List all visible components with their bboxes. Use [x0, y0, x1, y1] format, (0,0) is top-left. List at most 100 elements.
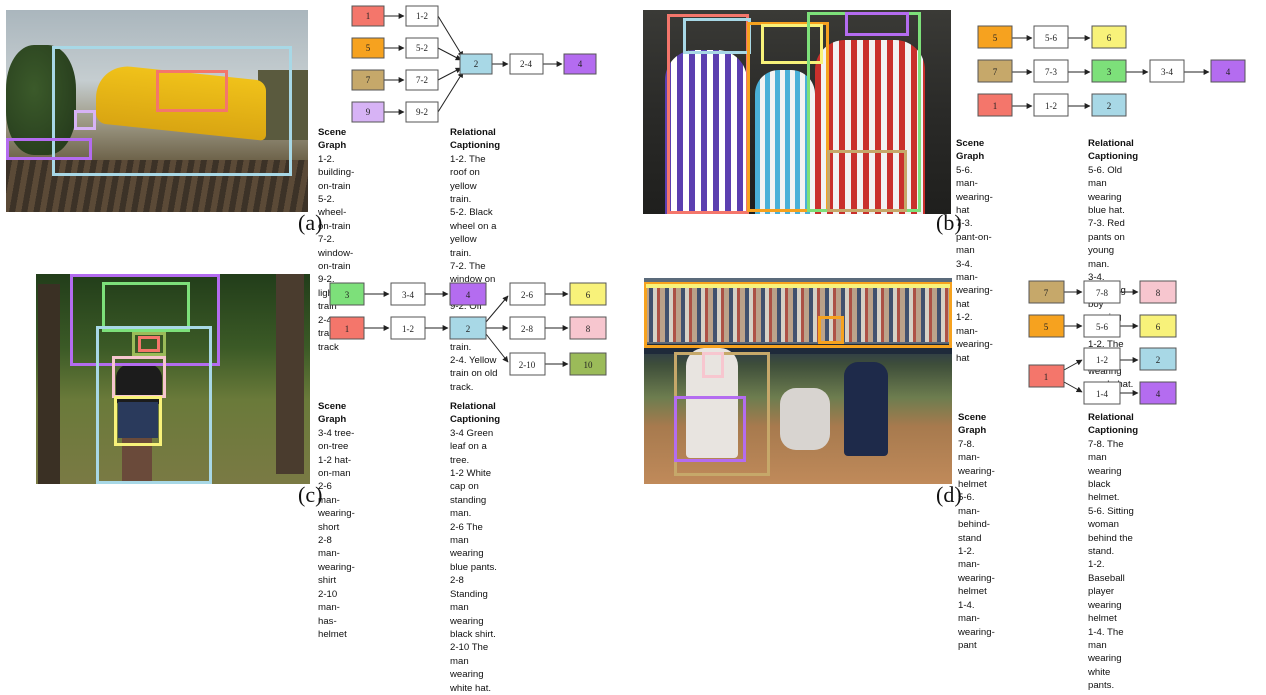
svg-text:2: 2 — [474, 59, 479, 69]
node-9: 9 — [351, 101, 385, 123]
node-3: 3 — [1091, 59, 1127, 83]
svg-text:3-4: 3-4 — [402, 290, 414, 300]
scene-graph-item: 1-2. building-on-train — [318, 153, 355, 192]
node-1: 1 — [1028, 364, 1065, 388]
caption-item: 2-4. Yellow train on old track. — [450, 354, 498, 393]
svg-text:4: 4 — [466, 290, 471, 300]
edge-1-r14 — [1063, 381, 1083, 393]
tree-trunk-left — [38, 284, 60, 484]
scene-graph-item: 7-2. window-on-train — [318, 234, 354, 273]
svg-text:2: 2 — [1107, 101, 1112, 111]
svg-text:6: 6 — [1107, 33, 1112, 43]
node-8: 8 — [569, 316, 607, 340]
node-r12: 1-2 — [390, 316, 426, 340]
node-4: 4 — [1139, 381, 1177, 405]
edge-r92-2 — [437, 71, 464, 113]
bbox-5 — [644, 282, 952, 348]
scene-graph-item: 2-8 man- wearing-shirt — [318, 535, 355, 587]
svg-text:2-6: 2-6 — [521, 290, 533, 300]
scene-graph-list-d: Scene Graph 7-8. man-wearing-helmet 5-6.… — [958, 411, 995, 652]
bbox-6 — [761, 24, 823, 64]
node-1: 1 — [329, 316, 365, 340]
node-4: 4 — [449, 282, 487, 306]
scene-graph-title: Scene Graph — [958, 412, 987, 437]
svg-text:1: 1 — [1044, 372, 1049, 382]
captioning-title: Relational Captioning — [1088, 138, 1139, 163]
edge-r52-2 — [437, 47, 462, 61]
edge-2-r26 — [485, 295, 509, 323]
svg-text:1-2: 1-2 — [416, 11, 428, 21]
node-2: 2 — [449, 316, 487, 340]
caption-item: 2-6 The man wearing blue pants. — [450, 521, 497, 573]
captioning-title: Relational Captioning — [1088, 412, 1139, 437]
caption-item: 5-6. Old man wearing blue hat. — [1088, 164, 1125, 217]
svg-text:3: 3 — [345, 290, 350, 300]
trees-right — [258, 70, 308, 140]
photo-park — [36, 274, 310, 484]
scene-graph-item: 1-2. man-wearing-hat — [956, 312, 993, 364]
svg-text:2: 2 — [466, 324, 471, 334]
panel-label-c: (c) — [298, 482, 323, 507]
crowd — [644, 284, 952, 342]
node-r92: 9-2 — [405, 101, 439, 123]
node-r24: 2-4 — [509, 53, 544, 75]
svg-text:4: 4 — [1156, 389, 1161, 399]
node-10: 10 — [569, 352, 607, 376]
svg-text:6: 6 — [586, 290, 591, 300]
node-5: 5 — [977, 25, 1013, 49]
captioning-title: Relational Captioning — [450, 401, 501, 426]
bbox-1 — [156, 70, 228, 112]
node-r12: 1-2 — [405, 5, 439, 27]
svg-text:1: 1 — [345, 324, 350, 334]
svg-text:7: 7 — [993, 67, 998, 77]
scene-graph-title: Scene Graph — [956, 138, 985, 163]
node-2: 2 — [459, 53, 493, 75]
svg-text:5: 5 — [993, 33, 998, 43]
node-r56: 5-6 — [1083, 314, 1121, 338]
node-r34: 3-4 — [390, 282, 426, 306]
bbox-6 — [818, 316, 844, 344]
scene-graph-item: 1-2. man-wearing-helmet — [958, 546, 995, 598]
caption-item: 2-8 Standing man wearing black shirt. — [450, 575, 496, 640]
bbox-3 — [102, 282, 190, 332]
node-6: 6 — [1139, 314, 1177, 338]
svg-text:2-8: 2-8 — [521, 324, 533, 334]
bbox-7 — [646, 284, 950, 288]
node-1: 1 — [351, 5, 385, 27]
captions-list-c: Relational Captioning 3-4 Green leaf on … — [450, 400, 500, 695]
bbox-8 — [112, 356, 166, 398]
scene-graph-list-c: Scene Graph 3-4 tree-on-tree 1-2 hat-on-… — [318, 400, 355, 641]
panel-label-a: (a) — [298, 210, 323, 235]
panel-label-d: (d) — [936, 482, 962, 507]
graph-c: 3 3-4 4 1 1-2 2 2-6 6 2-8 8 2-10 10 — [329, 282, 607, 376]
caption-item: 1-4. The man wearing white pants. — [1088, 626, 1124, 692]
scene-graph-item: 3-4. man-wearing-hat — [956, 258, 993, 310]
node-2: 2 — [1139, 347, 1177, 371]
caption-item: 7-3. Red pants on young man. — [1088, 218, 1125, 270]
node-5: 5 — [351, 37, 385, 59]
bbox-2 — [52, 46, 292, 176]
node-r56: 5-6 — [1033, 25, 1069, 49]
captions-list-d: Relational Captioning 7-8. The man weari… — [1088, 411, 1138, 693]
bbox-8 — [702, 352, 724, 378]
svg-text:1: 1 — [366, 11, 371, 21]
svg-text:5: 5 — [366, 43, 371, 53]
scene-graph-title: Scene Graph — [318, 127, 347, 152]
bbox-2 — [96, 326, 212, 484]
umpire — [844, 362, 888, 456]
svg-text:4: 4 — [578, 59, 583, 69]
svg-text:1-4: 1-4 — [1096, 389, 1108, 399]
svg-text:7-3: 7-3 — [1045, 67, 1057, 77]
scene-graph-list-b: Scene Graph 5-6. man-wearing-hat 7-3. pa… — [956, 137, 993, 365]
performer-left — [665, 50, 747, 214]
batter — [686, 348, 738, 458]
photo-performers — [643, 10, 951, 214]
svg-text:5-6: 5-6 — [1096, 322, 1108, 332]
svg-text:1: 1 — [993, 101, 998, 111]
bbox-9 — [74, 110, 96, 130]
scene-graph-item: 5-6. man-wearing-hat — [956, 164, 993, 217]
svg-text:10: 10 — [584, 360, 594, 370]
node-r210: 2-10 — [509, 352, 546, 376]
svg-text:5-6: 5-6 — [1045, 33, 1057, 43]
scene-graph-title: Scene Graph — [318, 401, 347, 426]
